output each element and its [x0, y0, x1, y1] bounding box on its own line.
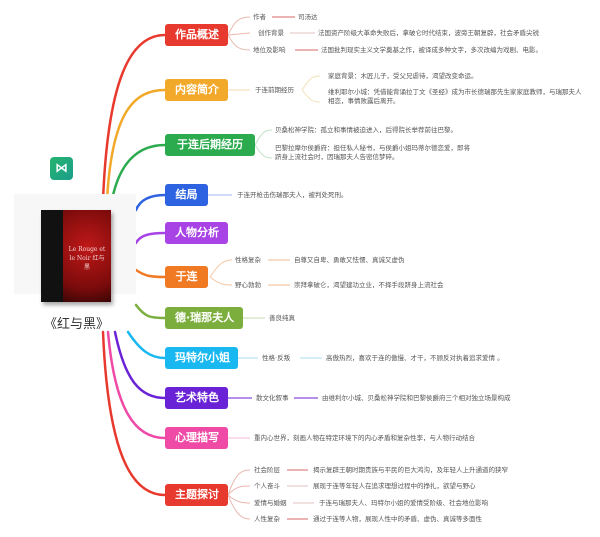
label-prose-narrative[interactable]: 散文化叙事 — [256, 394, 289, 402]
node-psychology[interactable]: 心理描写 — [165, 427, 228, 449]
label-early-experience[interactable]: 于连前期经历 — [255, 86, 294, 94]
text-background[interactable]: 法国资产阶级大革命失败后，拿破仑时代结束，波旁王朝复辟，社会矛盾尖锐 — [318, 29, 539, 37]
label-complex-character[interactable]: 性格复杂 — [235, 256, 261, 264]
text-ambition[interactable]: 崇拜拿破仑，渴望建功立业，不择手段跻身上流社会 — [294, 281, 444, 289]
text-paris[interactable]: 巴黎拉摩尔侯爵府：担任私人秘书，与侯爵小姐玛蒂尔德恋爱，即将跻身上流社会时，因瑞… — [275, 144, 470, 161]
mindmaster-logo-icon: ⋈ — [50, 157, 73, 180]
text-besancon[interactable]: 贝桑松神学院：孤立和事情被迫进入，后得院长举荐前往巴黎。 — [275, 126, 457, 134]
text-renal[interactable]: 善良纯真 — [269, 314, 295, 322]
label-love-marriage[interactable]: 爱情与婚姻 — [254, 499, 287, 507]
text-psychology[interactable]: 重内心世界，刻画人物在特定环境下的内心矛盾和复杂性李，与人物行动结合 — [254, 434, 475, 442]
text-ending[interactable]: 于连开枪击伤瑞那夫人，被判处死刑。 — [237, 191, 348, 199]
text-human-nature[interactable]: 通过于连等人物，展现人性中的矛盾、虚伪、真诚等多面性 — [313, 515, 482, 523]
label-author[interactable]: 作者 — [253, 13, 266, 21]
label-personal-struggle[interactable]: 个人奋斗 — [254, 482, 280, 490]
label-human-nature[interactable]: 人性复杂 — [254, 515, 280, 523]
node-later-experience[interactable]: 于连后期经历 — [165, 134, 255, 156]
node-art-features[interactable]: 艺术特色 — [165, 387, 228, 409]
label-background[interactable]: 创作背景 — [258, 29, 284, 37]
text-complex-character[interactable]: 自尊又自卑、勇敢又怯懦、真诚又虚伪 — [294, 256, 405, 264]
text-author[interactable]: 司汤达 — [298, 13, 318, 21]
text-prose-narrative[interactable]: 由维利尔小城、贝桑松神学院和巴黎侯爵府三个相对独立场景构成 — [322, 394, 511, 402]
label-rebellious[interactable]: 性格·反叛 — [262, 354, 291, 362]
text-mathilde[interactable]: 高傲热烈，喜欢于连的傲慢、才干，不顾反对执着追求爱情 。 — [326, 354, 504, 362]
label-ambition[interactable]: 野心勃勃 — [235, 281, 261, 289]
node-character-analysis[interactable]: 人物分析 — [165, 222, 228, 244]
book-cover-text: Le Rouge et le Noir 红与黑 — [68, 246, 106, 271]
text-family[interactable]: 家庭背景：木匠儿子，受父兄虐待，渴望改变命运。 — [328, 72, 478, 80]
text-personal-struggle[interactable]: 展现于连等年轻人在追求理想过程中的挣扎，欲望与野心 — [313, 482, 476, 490]
text-status[interactable]: 法国批判现实主义文学奠基之作，被译成多种文字，多次改编为戏剧、电影。 — [321, 46, 542, 54]
text-social-class[interactable]: 揭示复辟王朝时期贵族与平民的巨大鸿沟，及年轻人上升通道的狭窄 — [313, 466, 508, 474]
node-intro[interactable]: 内容简介 — [165, 79, 228, 101]
label-status[interactable]: 地位及影响 — [253, 46, 286, 54]
node-ending[interactable]: 结局 — [165, 184, 208, 206]
node-yulian[interactable]: 于连 — [165, 266, 208, 288]
book-spine — [41, 210, 63, 302]
node-madame-renal[interactable]: 德·瑞那夫人 — [165, 307, 243, 329]
node-mathilde[interactable]: 玛特尔小姐 — [165, 347, 238, 369]
root-title[interactable]: 《红与黑》 — [44, 317, 110, 332]
text-love-marriage[interactable]: 于连与瑞那夫人、玛特尔小姐的爱情受阶级、社会地位影响 — [319, 499, 488, 507]
book-cover-image: Le Rouge et le Noir 红与黑 — [41, 210, 111, 302]
text-verrieres[interactable]: 维利耶尔小城：凭借能背诵拉丁文《圣经》成为市长德瑞那先生家家庭教师，与瑞那夫人相… — [328, 88, 582, 105]
label-social-class[interactable]: 社会阶层 — [254, 466, 280, 474]
node-themes[interactable]: 主题探讨 — [165, 484, 228, 506]
node-overview[interactable]: 作品概述 — [165, 24, 228, 46]
book-face — [63, 210, 111, 302]
